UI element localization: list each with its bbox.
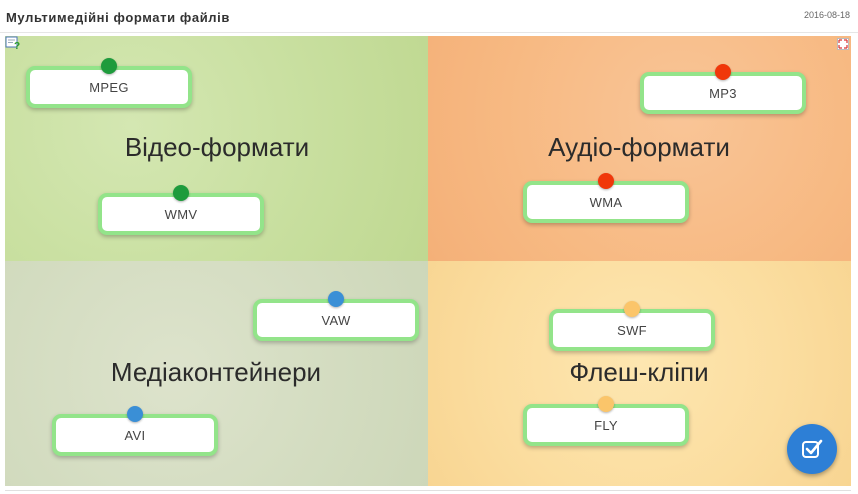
divider (5, 490, 851, 491)
card-mp3[interactable]: MP3 (640, 64, 806, 114)
card-label: FLY (594, 417, 618, 433)
card-label: VAW (321, 312, 351, 328)
card-label: WMV (164, 206, 198, 222)
pin-icon (598, 173, 614, 189)
category-label-flash: Флеш-кліпи (569, 357, 709, 387)
category-label-video: Відео-формати (124, 132, 310, 162)
quadrant-flash[interactable] (428, 261, 851, 486)
card-mpeg[interactable]: MPEG (26, 58, 192, 108)
card-label: AVI (124, 427, 146, 443)
sorting-board: Відео-формати Аудіо-формати Медіаконтейн… (5, 36, 851, 486)
title-bar: Мультимедійні формати файлів 2016-08-18 (0, 0, 858, 33)
category-label-media: Медіаконтейнери (110, 357, 322, 387)
pin-icon (715, 64, 731, 80)
help-icon[interactable]: ? (5, 36, 21, 50)
svg-text:?: ? (14, 41, 20, 50)
card-label: MP3 (709, 85, 737, 101)
pin-icon (101, 58, 117, 74)
check-answers-button[interactable] (787, 424, 837, 474)
fullscreen-icon[interactable] (837, 38, 849, 50)
page-title: Мультимедійні формати файлів (6, 10, 230, 25)
pin-icon (624, 301, 640, 317)
pin-icon (173, 185, 189, 201)
pin-icon (328, 291, 344, 307)
card-swf[interactable]: SWF (549, 301, 715, 351)
card-label: WMA (589, 194, 623, 210)
pin-icon (127, 406, 143, 422)
pin-icon (598, 396, 614, 412)
card-wma[interactable]: WMA (523, 173, 689, 223)
card-vaw[interactable]: VAW (253, 291, 419, 341)
category-label-audio: Аудіо-формати (548, 132, 730, 162)
date-label: 2016-08-18 (803, 10, 850, 20)
card-wmv[interactable]: WMV (98, 185, 264, 235)
card-fly[interactable]: FLY (523, 396, 689, 446)
card-avi[interactable]: AVI (52, 406, 218, 456)
card-label: MPEG (89, 79, 129, 95)
check-icon (802, 439, 823, 458)
card-label: SWF (617, 322, 647, 338)
